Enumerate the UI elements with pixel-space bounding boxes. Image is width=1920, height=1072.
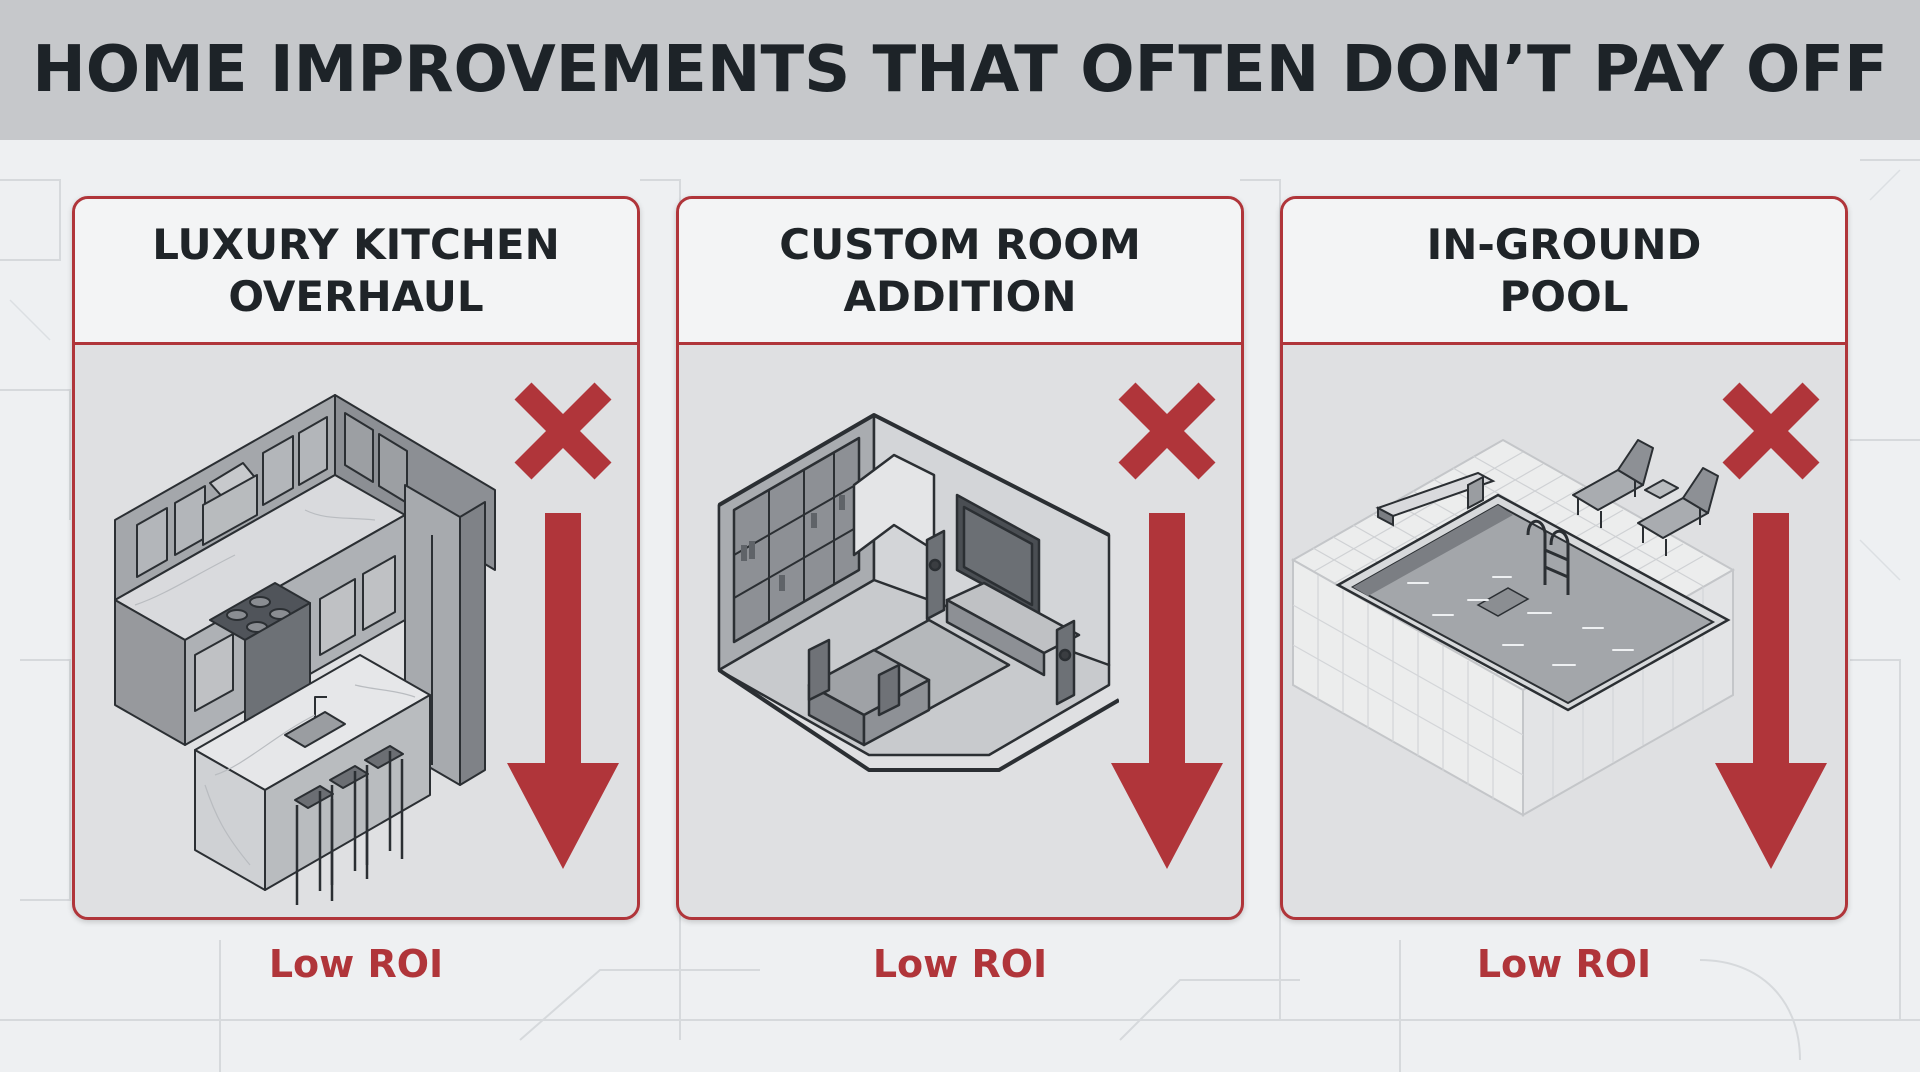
kitchen-illustration	[114, 394, 496, 905]
card-title-line1: IN-GROUND	[1426, 219, 1702, 269]
card-caption: Low ROI	[1476, 942, 1652, 986]
x-icon	[514, 382, 612, 480]
title-bar: HOME IMPROVEMENTS THAT OFTEN DON’T PAY O…	[0, 0, 1920, 140]
pool-illustration	[1290, 438, 1736, 817]
page-title: HOME IMPROVEMENTS THAT OFTEN DON’T PAY O…	[32, 33, 1888, 107]
card-header: IN-GROUND POOL	[1283, 199, 1845, 345]
card-in-ground-pool: IN-GROUND POOL	[1280, 196, 1848, 920]
card-caption: Low ROI	[872, 942, 1048, 986]
card-title-line1: CUSTOM ROOM	[779, 219, 1141, 269]
card-title-line2: POOL	[1499, 271, 1629, 321]
card-header: CUSTOM ROOM ADDITION	[679, 199, 1241, 345]
card-body	[75, 345, 637, 917]
card-header: LUXURY KITCHEN OVERHAUL	[75, 199, 637, 345]
down-arrow-icon	[507, 513, 619, 869]
card-title-line2: OVERHAUL	[228, 271, 484, 321]
down-arrow-icon	[1715, 513, 1827, 869]
card-body	[1283, 345, 1845, 917]
x-icon	[1118, 382, 1216, 480]
card-title-line1: LUXURY KITCHEN	[152, 219, 560, 269]
card-caption: Low ROI	[268, 942, 444, 986]
room-addition-illustration	[717, 413, 1119, 772]
card-title-line2: ADDITION	[843, 271, 1077, 321]
card-custom-room-addition: CUSTOM ROOM ADDITION	[676, 196, 1244, 920]
down-arrow-icon	[1111, 513, 1223, 869]
card-luxury-kitchen: LUXURY KITCHEN OVERHAUL	[72, 196, 640, 920]
x-icon	[1722, 382, 1820, 480]
card-body	[679, 345, 1241, 917]
blueprint-background	[0, 159, 1920, 1072]
